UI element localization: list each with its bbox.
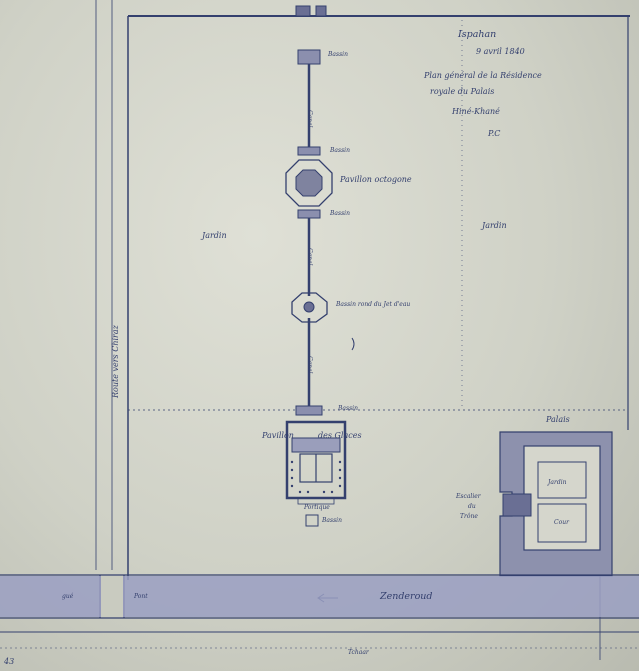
bassin-5 (305, 514, 319, 527)
jet-deau (303, 301, 315, 313)
label-pavillon-octogone: Pavillon octogone (340, 175, 412, 184)
portique-step (297, 497, 335, 505)
label-escalier-3: Trône (460, 513, 478, 520)
label-bassin-5: Bassin (322, 517, 342, 524)
bassin-3 (297, 209, 321, 219)
escalier-du-trone (502, 493, 532, 517)
label-pavillon-glaces-2: des Glaces (318, 431, 362, 440)
bassin-rond (291, 292, 328, 323)
label-canal-upper: Canal (306, 110, 313, 128)
label-palais-room-1: Jardin (548, 479, 567, 486)
pavillon-octogone (285, 159, 333, 207)
label-road: Route vers Chiraz (111, 325, 120, 398)
label-jardin-right: Jardin (482, 221, 507, 230)
label-bassin-2: Bassin (330, 147, 350, 154)
label-river: Zenderoud (380, 591, 433, 602)
title-line-2: royale du Palais (430, 87, 495, 96)
curved-mark (351, 337, 355, 351)
label-bottom-road: Tchaar (348, 649, 369, 656)
title-date: 9 avril 1840 (476, 47, 525, 56)
label-jardin-left: Jardin (202, 231, 227, 240)
label-corner-number: 43 (4, 657, 15, 666)
label-bassin-rond: Bassin rond du Jet d'eau (336, 301, 411, 308)
label-canal-lower: Canal (306, 356, 313, 374)
label-portique: Portique (304, 504, 330, 511)
palais-room-upper (537, 461, 587, 499)
pavillon-octogone-inner (295, 169, 323, 197)
title-initials: P.C (488, 129, 501, 138)
title-line-1: Plan général de la Résidence (424, 71, 542, 80)
label-pont: Pont (134, 593, 148, 600)
gate-top (295, 5, 311, 17)
label-bassin-3: Bassin (330, 210, 350, 217)
label-canal-middle: Canal (306, 248, 313, 266)
label-escalier-1: Escalier (456, 493, 481, 500)
label-palais-room-2: Cour (554, 519, 569, 526)
title-line-3: Hiné-Khané (452, 107, 500, 116)
palais-room-lower (537, 503, 587, 543)
label-gue: gué (62, 593, 74, 600)
title-city: Ispahan (458, 29, 497, 40)
portique-columns (290, 460, 342, 494)
label-bassin-top: Bassin (328, 51, 348, 58)
river-zenderoud (0, 576, 639, 617)
label-palais: Palais (546, 415, 570, 424)
bassin-2 (297, 146, 321, 156)
label-escalier-2: du (468, 503, 476, 510)
bassin-top (297, 49, 321, 65)
label-pavillon-glaces-1: Pavillon (262, 431, 294, 440)
gate-top-right (315, 5, 327, 17)
bassin-4 (295, 405, 323, 416)
label-bassin-4: Bassin (338, 405, 358, 412)
pavillon-glaces-hall (291, 437, 341, 453)
bridge-deck (101, 576, 123, 617)
